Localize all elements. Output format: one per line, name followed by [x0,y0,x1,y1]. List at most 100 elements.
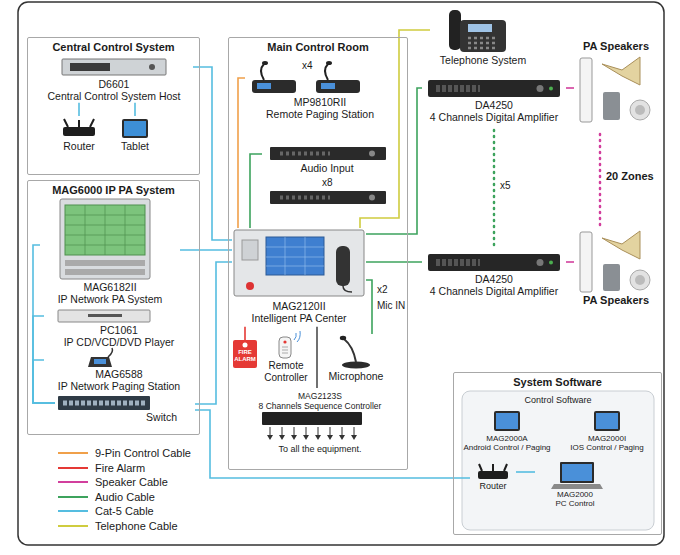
device-label: IP CD/VCD/DVD Player [44,336,194,348]
panel-box: MAG6000 IP PA SystemMAG6182IIIP Network … [27,180,200,435]
cable-connector [250,154,262,228]
device-box: Router [470,462,516,492]
audio-rack-art [270,147,386,160]
paging-station-art [88,357,112,367]
software-area [462,391,654,530]
legend-swatch [56,477,90,487]
audio-rack-art [270,191,386,204]
cable-connector [180,249,232,251]
legend-label: Fire Alarm [95,462,145,474]
pa-center-art [336,246,350,286]
disc-player-art [58,310,150,322]
fire-alarm-art [243,343,248,348]
device-box: Router [56,116,102,152]
tablet-art [124,121,146,136]
desk-paging-art [262,61,268,65]
host-unit-art [62,59,166,75]
router-art [63,119,95,136]
device-label: MAG2000 [535,490,615,499]
cable-connector [33,245,55,403]
app-tablet-art [496,413,518,429]
cable-connector [366,261,422,263]
device-label: D6601 [35,78,193,90]
device-label: Switch [55,411,177,423]
device-label: 4 Channels Digital Amplifier [422,111,566,123]
device-box: Remote Controller [258,336,314,384]
device-label: Remote Paging Station [245,108,395,120]
laptop-art [551,484,603,489]
device-label: Microphone [322,370,390,382]
device-label: IP Network PA System [40,293,180,305]
pa-center-art [234,230,364,296]
device-label: DA4250 [422,273,566,285]
speaker-art [635,275,645,285]
legend-swatch-line [58,496,88,498]
device-box: Switch [55,395,195,423]
app-tablet-art [594,411,620,431]
router-art [478,464,508,479]
cable-connector [195,410,470,478]
remote-art [294,331,300,342]
pa-center-art [266,237,324,275]
remote-art [283,340,286,343]
desk-paging-art [316,80,360,93]
remote-art [279,337,291,358]
repeat-dots [599,134,602,226]
device-label: 4 Channels Digital Amplifier [422,285,566,297]
microphone-art [340,336,370,369]
device-box: FIRE ALARM [233,340,257,365]
legend-swatch [56,492,90,502]
cable-connector [238,78,245,228]
telephone-art [468,24,492,32]
amplifier-art [537,85,544,92]
device-label: Router [470,481,516,492]
device-label: DA4250 [422,99,566,111]
device-box: MP9810RIIRemote Paging Station [245,58,395,121]
legend-label: Audio Cable [95,491,155,503]
tablet-art [122,119,148,138]
cable-connector [566,261,574,263]
callout-label: x5 [500,180,511,192]
host-unit-art [149,64,155,70]
pa-cabinet-art [65,260,145,266]
desk-paging-art [325,64,328,80]
pa-center-art [234,230,364,296]
host-unit-art [62,59,166,75]
cable-connector [316,327,318,388]
device-label: IOS Control / Paging [562,443,652,452]
device-label: IP Network Paging Station [44,380,194,392]
desk-paging-art [261,64,264,80]
legend-swatch-line [58,481,88,483]
legend-swatch-line [58,467,88,469]
panel-box: Main Control RoomMP9810RIIRemote Paging … [228,37,408,470]
paging-station-art [94,359,106,364]
device-label: Central Control System Host [35,90,193,102]
app-tablet-art [596,413,618,429]
sequencer-art [270,427,354,436]
pa-center-art [246,282,254,290]
legend-swatch [56,506,90,516]
cable-connector [360,30,430,228]
speaker-art [630,100,650,120]
outer-frame [18,2,664,545]
device-label: Android Control / Paging [462,443,552,452]
cable-connector [195,262,232,404]
audio-rack-art [270,147,386,204]
repeat-dots [494,130,600,248]
legend-row: Cat-5 Cable [56,504,191,519]
pa-cabinet-art [65,205,145,255]
telephone-art [449,10,506,52]
desk-paging-art [252,61,360,93]
fire-alarm-art [233,340,257,368]
device-label: PC Control [535,499,615,508]
pa-center-art [242,240,258,260]
paging-station-art [88,348,113,367]
microphone-art [344,339,356,362]
cable-connector [366,280,372,334]
cable-connector [33,360,55,403]
legend-row: Fire Alarm [56,461,191,476]
legend-label: 9-Pin Control Cable [95,447,191,459]
speaker-art [630,270,650,290]
router-art [63,127,95,136]
pa-center-art [343,286,352,292]
